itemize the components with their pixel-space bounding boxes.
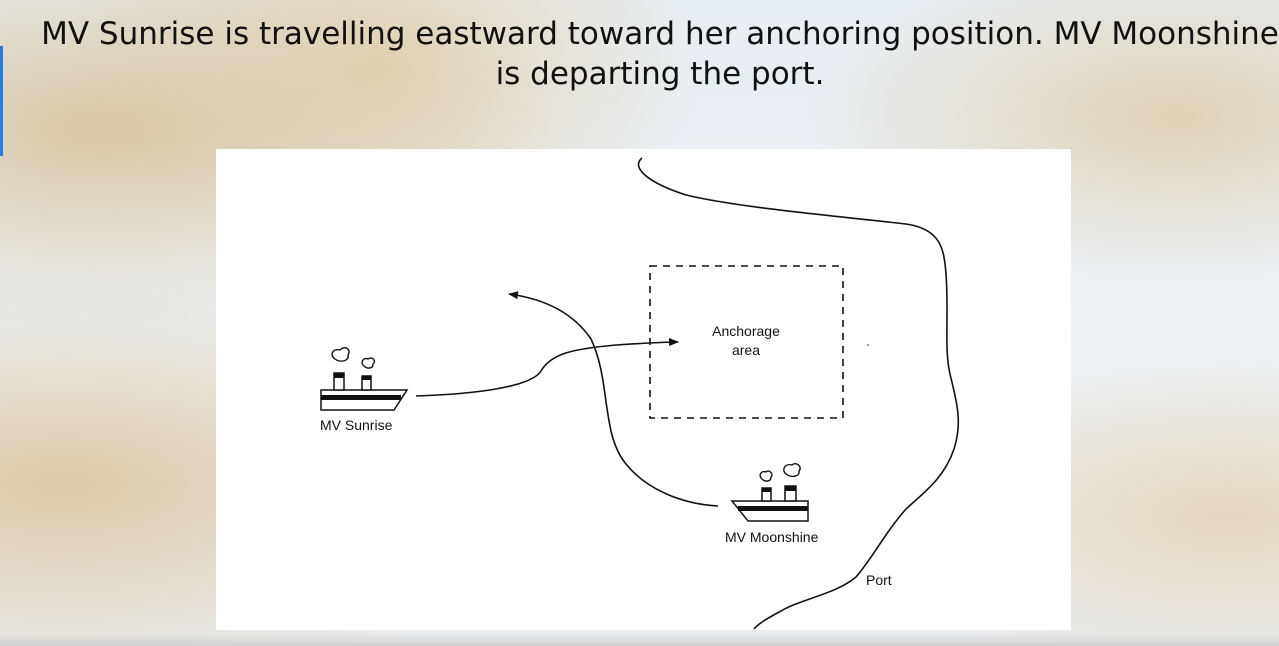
anchorage-area-box xyxy=(649,265,844,419)
coastline xyxy=(637,157,960,630)
diagram-panel: Anchorage area MV Sunrise MV Moonshine P… xyxy=(216,149,1071,630)
anchorage-label-line2: area xyxy=(731,342,761,358)
anchorage-area-label: Anchorage area xyxy=(682,322,810,360)
slide-title: MV Sunrise is travelling eastward toward… xyxy=(41,16,1279,92)
sunrise-ship-icon xyxy=(320,347,409,411)
stray-dot xyxy=(867,344,869,346)
anchorage-label-line1: Anchorage xyxy=(712,323,780,339)
moonshine-track-arrow xyxy=(508,291,719,507)
diagram-canvas xyxy=(320,157,960,630)
sunrise-label: MV Sunrise xyxy=(320,417,393,433)
moonshine-ship-icon xyxy=(730,462,809,522)
port-label: Port xyxy=(866,572,892,588)
sunrise-track-arrow xyxy=(415,338,679,397)
moonshine-label: MV Moonshine xyxy=(725,529,819,545)
bottom-shadow-bar xyxy=(0,634,1279,646)
slide-accent-bar xyxy=(0,46,3,156)
